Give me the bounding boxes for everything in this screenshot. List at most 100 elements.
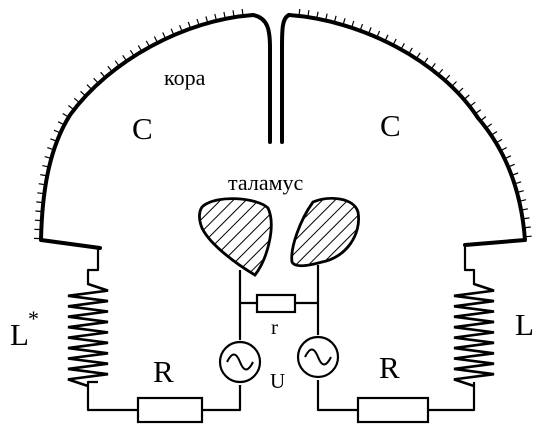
cortex-tick bbox=[520, 208, 529, 211]
left-hemisphere-outline bbox=[39, 13, 255, 250]
cortex-tick bbox=[516, 190, 524, 194]
cortex-tick bbox=[80, 90, 87, 97]
left-cortex-ticks bbox=[33, 8, 244, 240]
left-hemisphere-label: C bbox=[132, 111, 153, 146]
circuit-wiring bbox=[86, 245, 476, 412]
cortex-tick bbox=[451, 81, 457, 87]
cortex-tick bbox=[392, 38, 397, 46]
cortex-tick bbox=[86, 84, 93, 91]
cortex-tick bbox=[463, 94, 470, 100]
cortex-label: кора bbox=[164, 65, 206, 90]
cortex-tick bbox=[129, 49, 135, 57]
right-resistor-label: R bbox=[379, 350, 400, 385]
cortex-tick bbox=[170, 28, 175, 36]
cortex-tick bbox=[153, 36, 159, 44]
mid-resistor bbox=[255, 293, 297, 314]
cortex-tick bbox=[423, 57, 429, 65]
cortex-tick bbox=[384, 34, 389, 42]
cortex-tick bbox=[522, 217, 530, 220]
left-bottom-wire-2 bbox=[200, 385, 242, 412]
right-inductor-coil bbox=[453, 282, 495, 388]
left-thalamus-nucleus bbox=[198, 197, 273, 277]
cortex-tick bbox=[50, 138, 58, 142]
cortex-tick bbox=[474, 109, 482, 115]
cortex-tick bbox=[342, 18, 346, 26]
cortex-tick bbox=[57, 121, 65, 126]
cortex-tick bbox=[68, 105, 75, 111]
cortex-tick bbox=[145, 40, 151, 48]
cortex-tick bbox=[430, 63, 436, 70]
cortex-tick bbox=[400, 43, 405, 50]
right-outer-wire bbox=[463, 245, 476, 285]
cortex-tick bbox=[100, 71, 106, 78]
cortex-tick bbox=[44, 156, 52, 159]
cortex-tick bbox=[36, 201, 44, 204]
right-bottom-wire-2 bbox=[426, 382, 476, 412]
cortex-tick bbox=[40, 174, 48, 177]
cortex-tick bbox=[93, 77, 99, 84]
cortex-tick bbox=[73, 97, 80, 104]
cortex-tick bbox=[367, 27, 372, 35]
cortex-tick bbox=[241, 8, 244, 17]
cortex-tick bbox=[325, 13, 328, 21]
cortex-tick bbox=[214, 13, 218, 21]
right-hemisphere-outline bbox=[287, 13, 527, 247]
left-resistor bbox=[136, 396, 204, 424]
left-hemisphere bbox=[33, 8, 272, 250]
cortex-tick bbox=[62, 112, 70, 118]
cortex-tick bbox=[298, 8, 301, 16]
cortex-tick bbox=[495, 138, 503, 144]
cortex-tick bbox=[47, 147, 55, 151]
cortex-tick bbox=[232, 10, 235, 18]
left-inductor-coil bbox=[67, 282, 109, 388]
left-inductor-superscript: * bbox=[28, 306, 39, 331]
cortex-tick bbox=[196, 18, 200, 26]
left-bottom-wire bbox=[86, 380, 140, 412]
left-voltage-source bbox=[218, 340, 262, 384]
cortex-tick bbox=[35, 210, 43, 213]
cortex-tick bbox=[351, 20, 355, 28]
cortex-tick bbox=[480, 116, 487, 122]
cortex-tick bbox=[37, 192, 45, 195]
cortex-tick bbox=[523, 226, 531, 229]
cortex-tick bbox=[38, 183, 46, 186]
right-resistor bbox=[356, 396, 430, 424]
thalamus-label: таламус bbox=[228, 170, 304, 195]
left-inductor-label: L bbox=[10, 317, 29, 352]
voltage-source-label: U bbox=[270, 369, 285, 393]
cortex-tick bbox=[223, 11, 226, 20]
right-cortex-ticks bbox=[298, 8, 532, 238]
right-inductor-label: L bbox=[515, 307, 534, 342]
left-medial-wall bbox=[251, 13, 272, 144]
right-thalamus-nucleus bbox=[290, 196, 360, 268]
cortex-tick bbox=[415, 52, 421, 60]
cortex-tick bbox=[490, 130, 498, 136]
cortex-tick bbox=[205, 16, 209, 24]
cortex-tick bbox=[444, 74, 451, 81]
cortex-tick bbox=[511, 172, 519, 176]
cortex-tick bbox=[514, 181, 522, 185]
cortex-tick bbox=[307, 10, 310, 18]
cortex-tick bbox=[507, 163, 515, 168]
cortex-tick bbox=[53, 129, 61, 134]
right-voltage-source bbox=[296, 335, 340, 379]
cortex-tick bbox=[137, 45, 143, 52]
cortex-tick bbox=[179, 24, 183, 32]
cortex-tick bbox=[162, 32, 167, 40]
left-outer-wire bbox=[86, 248, 100, 285]
right-medial-wall bbox=[280, 13, 291, 144]
cortex-tick bbox=[42, 165, 50, 168]
cortex-tick bbox=[500, 146, 507, 152]
cortex-tick bbox=[187, 21, 192, 29]
right-hemisphere-label: C bbox=[380, 108, 401, 143]
cortex-tick bbox=[114, 60, 120, 67]
cortex-tick bbox=[376, 30, 381, 38]
cortex-tick bbox=[122, 54, 128, 62]
left-resistor-label: R bbox=[153, 354, 174, 389]
mid-resistor-label: r bbox=[271, 315, 278, 339]
cortex-tick bbox=[359, 23, 364, 31]
cortex-tick bbox=[524, 235, 532, 238]
cortex-tick bbox=[333, 15, 337, 23]
cortex-tick bbox=[408, 47, 413, 55]
